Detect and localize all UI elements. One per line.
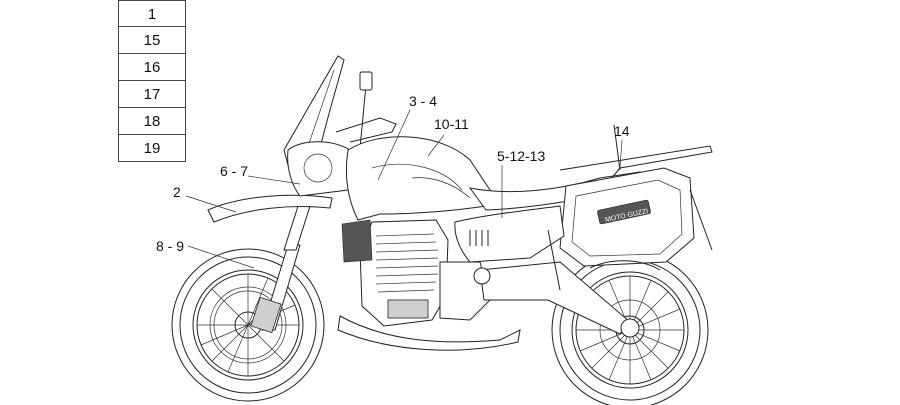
handlebar: [335, 117, 397, 143]
pannier-case: MOTO GUZZI: [559, 167, 713, 267]
swingarm: [473, 261, 640, 338]
ref-cell-16: 16: [118, 54, 186, 81]
reference-number-table: 1 15 16 17 18 19: [118, 0, 186, 162]
callout-2: 2: [173, 184, 181, 200]
ref-cell-17: 17: [118, 81, 186, 108]
callout-8-9: 8 - 9: [156, 238, 185, 254]
callout-6-7: 6 - 7: [220, 163, 249, 179]
ref-cell-18: 18: [118, 108, 186, 135]
callout-5-12-13: 5-12-13: [497, 148, 546, 164]
callout-leaders: [185, 109, 623, 269]
ref-cell-1: 1: [118, 0, 186, 27]
exhaust: [337, 315, 521, 351]
ref-cell-19: 19: [118, 135, 186, 162]
callout-10-11: 10-11: [434, 116, 469, 132]
side-panel-vents: [469, 230, 489, 246]
side-panel: [454, 205, 565, 263]
mirror: [359, 71, 373, 149]
callout-3-4: 3 - 4: [409, 93, 438, 109]
front-fork: [250, 199, 313, 334]
luggage-rack: [559, 145, 713, 181]
ref-cell-15: 15: [118, 27, 186, 54]
headlight-fairing: [287, 141, 351, 197]
front-mudguard: [207, 194, 333, 223]
fuel-tank: [345, 136, 491, 221]
front-wheel: [171, 248, 325, 402]
callout-14: 14: [614, 123, 630, 139]
